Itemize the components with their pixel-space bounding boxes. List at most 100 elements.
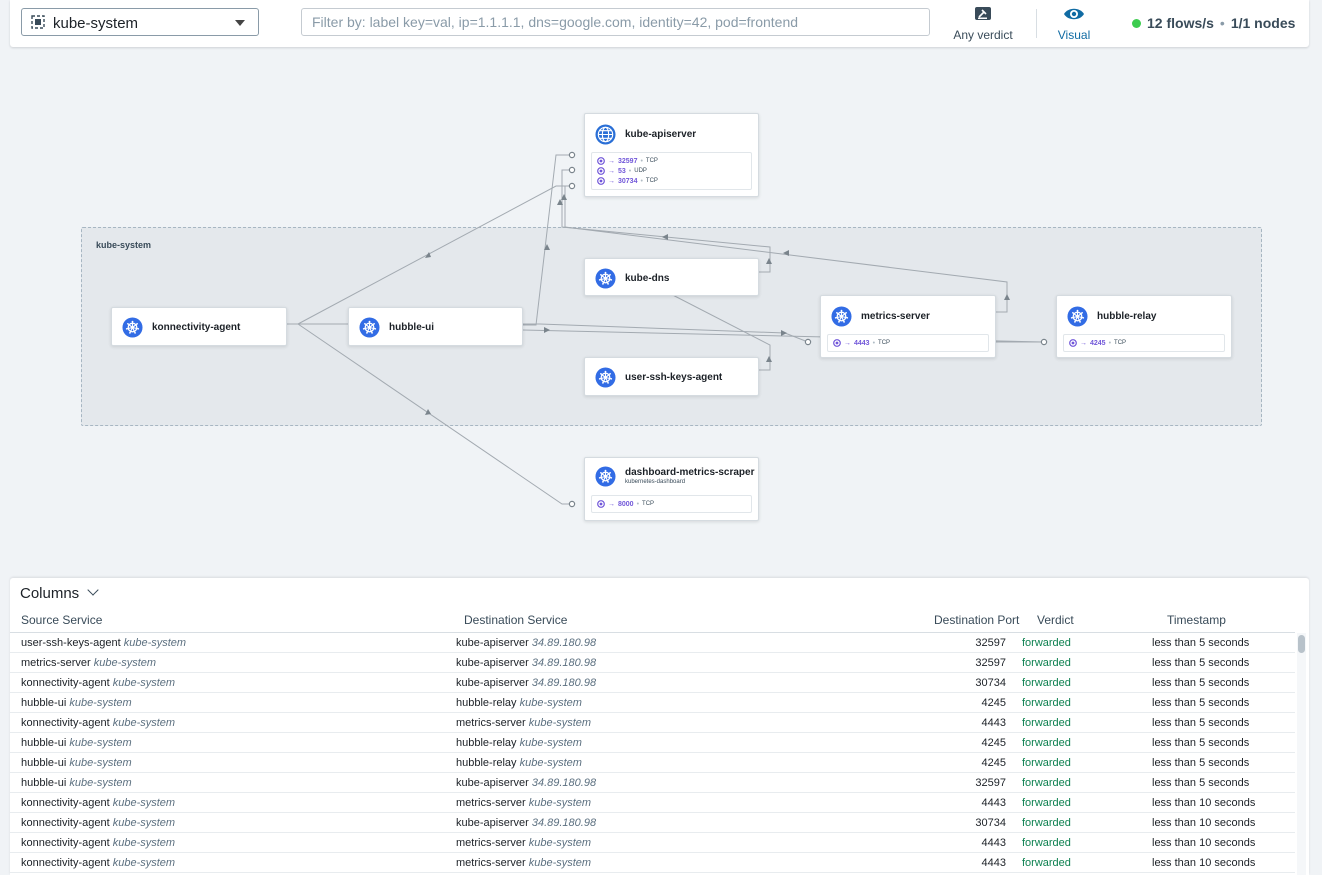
kubernetes-icon bbox=[831, 305, 852, 327]
source-service: hubble-ui bbox=[21, 737, 67, 749]
source-namespace: kube-system bbox=[69, 737, 132, 749]
source-cell: metrics-server kube-system bbox=[21, 657, 156, 669]
source-cell: konnectivity-agent kube-system bbox=[21, 677, 175, 689]
timestamp-cell: less than 5 seconds bbox=[1152, 737, 1250, 749]
service-card-konnectivity-agent[interactable]: konnectivity-agent bbox=[111, 307, 287, 346]
destination-cell: kube-apiserver 34.89.180.98 bbox=[456, 777, 596, 789]
source-service: konnectivity-agent bbox=[21, 857, 110, 869]
kubernetes-icon bbox=[595, 366, 616, 388]
source-namespace: kube-system bbox=[112, 717, 176, 729]
source-service: hubble-ui bbox=[21, 777, 67, 789]
timestamp-cell: less than 5 seconds bbox=[1152, 777, 1250, 789]
service-card-metrics-server[interactable]: metrics-server →4443•TCP bbox=[820, 295, 996, 358]
table-row[interactable]: konnectivity-agent kube-system kube-apise… bbox=[10, 673, 1295, 693]
destination-service: kube-apiserver bbox=[456, 777, 529, 789]
visual-label: Visual bbox=[1057, 28, 1091, 42]
destination-cell: metrics-server kube-system bbox=[456, 797, 591, 809]
verdict-cell: forwarded bbox=[1022, 657, 1071, 669]
source-cell: hubble-ui kube-system bbox=[21, 697, 132, 709]
service-title: hubble-ui bbox=[389, 321, 434, 333]
chevron-down-icon bbox=[87, 584, 99, 596]
connector-dot bbox=[568, 166, 576, 174]
port-row: →4443•TCP bbox=[833, 338, 983, 348]
service-card-hubble-relay[interactable]: hubble-relay →4245•TCP bbox=[1056, 295, 1232, 358]
connector-dot bbox=[568, 151, 576, 159]
namespace-icon bbox=[31, 15, 45, 29]
eye-icon bbox=[1064, 8, 1084, 20]
connector-dot bbox=[568, 182, 576, 190]
timestamp-cell: less than 5 seconds bbox=[1152, 657, 1250, 669]
destination-service: hubble-relay bbox=[456, 697, 517, 709]
port-list: →8000•TCP bbox=[591, 495, 752, 513]
gavel-icon bbox=[975, 7, 991, 20]
destination-namespace: 34.89.180.98 bbox=[531, 677, 597, 689]
namespace-label: kube-system bbox=[53, 15, 139, 32]
source-service: konnectivity-agent bbox=[21, 677, 110, 689]
source-cell: hubble-ui kube-system bbox=[21, 737, 132, 749]
header-port[interactable]: Destination Port bbox=[934, 613, 1020, 627]
service-title: kube-apiserver bbox=[625, 128, 697, 140]
port-protocol: TCP bbox=[1114, 340, 1127, 346]
header-verdict[interactable]: Verdict bbox=[1037, 613, 1074, 627]
header-source[interactable]: Source Service bbox=[21, 613, 103, 627]
destination-service: metrics-server bbox=[456, 857, 526, 869]
namespace-select[interactable]: kube-system bbox=[21, 8, 259, 36]
destination-cell: kube-apiserver 34.89.180.98 bbox=[456, 817, 596, 829]
status-separator: • bbox=[1219, 15, 1225, 31]
port-list: →4443•TCP bbox=[827, 334, 989, 352]
service-card-kube-dns[interactable]: kube-dns bbox=[584, 258, 759, 296]
port-cell: 32597 bbox=[975, 637, 1006, 649]
destination-service: kube-apiserver bbox=[456, 677, 529, 689]
service-card-kube-apiserver[interactable]: kube-apiserver →32597•TCP →53•UDP →30734… bbox=[584, 113, 759, 197]
header-timestamp[interactable]: Timestamp bbox=[1167, 613, 1226, 627]
columns-button[interactable]: Columns bbox=[20, 584, 99, 602]
table-row[interactable]: metrics-server kube-system kube-apiserver… bbox=[10, 653, 1295, 673]
table-scrollbar[interactable] bbox=[1297, 633, 1306, 875]
port-row: →8000•TCP bbox=[597, 499, 746, 509]
port-cell: 4245 bbox=[981, 697, 1006, 709]
destination-namespace: kube-system bbox=[528, 717, 592, 729]
destination-namespace: kube-system bbox=[528, 857, 592, 869]
timestamp-cell: less than 5 seconds bbox=[1152, 677, 1250, 689]
namespace-box-label: kube-system bbox=[96, 240, 152, 250]
destination-cell: hubble-relay kube-system bbox=[456, 737, 582, 749]
filter-input[interactable] bbox=[301, 8, 930, 36]
source-service: konnectivity-agent bbox=[21, 797, 110, 809]
caret-down-icon bbox=[235, 20, 245, 26]
visual-toggle-button[interactable]: Visual bbox=[1052, 6, 1096, 42]
timestamp-cell: less than 10 seconds bbox=[1152, 837, 1256, 849]
table-row[interactable]: hubble-ui kube-system hubble-relay kube-s… bbox=[10, 733, 1295, 753]
service-title: kube-dns bbox=[625, 272, 670, 284]
toolbar-divider bbox=[1036, 9, 1037, 38]
header-destination[interactable]: Destination Service bbox=[464, 613, 568, 627]
verdict-cell: forwarded bbox=[1022, 777, 1071, 789]
service-card-user-ssh-keys-agent[interactable]: user-ssh-keys-agent bbox=[584, 357, 759, 396]
destination-cell: kube-apiserver 34.89.180.98 bbox=[456, 657, 596, 669]
service-card-hubble-ui[interactable]: hubble-ui bbox=[348, 307, 523, 346]
port-icon bbox=[597, 157, 605, 165]
destination-service: kube-apiserver bbox=[456, 637, 529, 649]
port-cell: 4443 bbox=[981, 797, 1006, 809]
destination-cell: hubble-relay kube-system bbox=[456, 757, 582, 769]
connector-dot bbox=[568, 500, 576, 508]
timestamp-cell: less than 10 seconds bbox=[1152, 857, 1256, 869]
service-title: metrics-server bbox=[861, 310, 930, 322]
destination-service: kube-apiserver bbox=[456, 657, 529, 669]
port-row: →32597•TCP bbox=[597, 156, 746, 166]
service-title: user-ssh-keys-agent bbox=[625, 371, 723, 383]
scrollbar-thumb[interactable] bbox=[1298, 635, 1305, 653]
destination-namespace: 34.89.180.98 bbox=[531, 657, 597, 669]
port-row: →53•UDP bbox=[597, 166, 746, 176]
verdict-filter-button[interactable]: Any verdict bbox=[948, 6, 1018, 42]
